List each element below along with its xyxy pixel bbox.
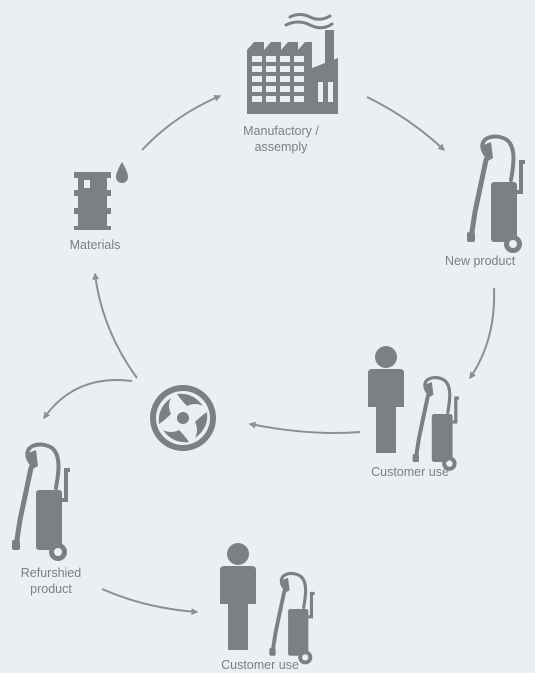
materials-label: Materials (69, 238, 121, 252)
pressure-washer-icon (467, 136, 525, 253)
factory-icon (247, 13, 338, 114)
person-with-pressure-washer-icon (368, 346, 459, 471)
manufactory-label: Manufactory / assemply (226, 123, 336, 155)
refurbished-label-line2: product (30, 582, 72, 596)
customer-use-label: Customer use (371, 465, 449, 479)
refurbished-product-label: Refurshied product (0, 565, 102, 597)
arrow-new-product-to-customer-use (469, 287, 496, 380)
manufactory-label-line1: Manufactory / (243, 124, 319, 138)
new-product-label: New product (445, 254, 516, 268)
arrow-recycling-to-refurbished (43, 379, 133, 420)
arrow-recycling-to-materials (92, 272, 138, 379)
circular-economy-icon (150, 385, 216, 451)
manufactory-label-line2: assemply (254, 140, 308, 154)
customer-use-label-2: Customer use (221, 658, 299, 672)
pressure-washer-icon (12, 444, 70, 561)
arrow-refurbished-to-customer-use (101, 588, 199, 616)
arrow-manufactory-to-new-product (366, 96, 446, 151)
arrow-materials-to-manufactory (141, 94, 222, 151)
person-with-pressure-washer-icon (220, 543, 317, 667)
oil-barrel-icon (74, 162, 128, 230)
arrow-customer-use-to-recycling (248, 421, 361, 434)
refurbished-label-line1: Refurshied (20, 566, 82, 580)
